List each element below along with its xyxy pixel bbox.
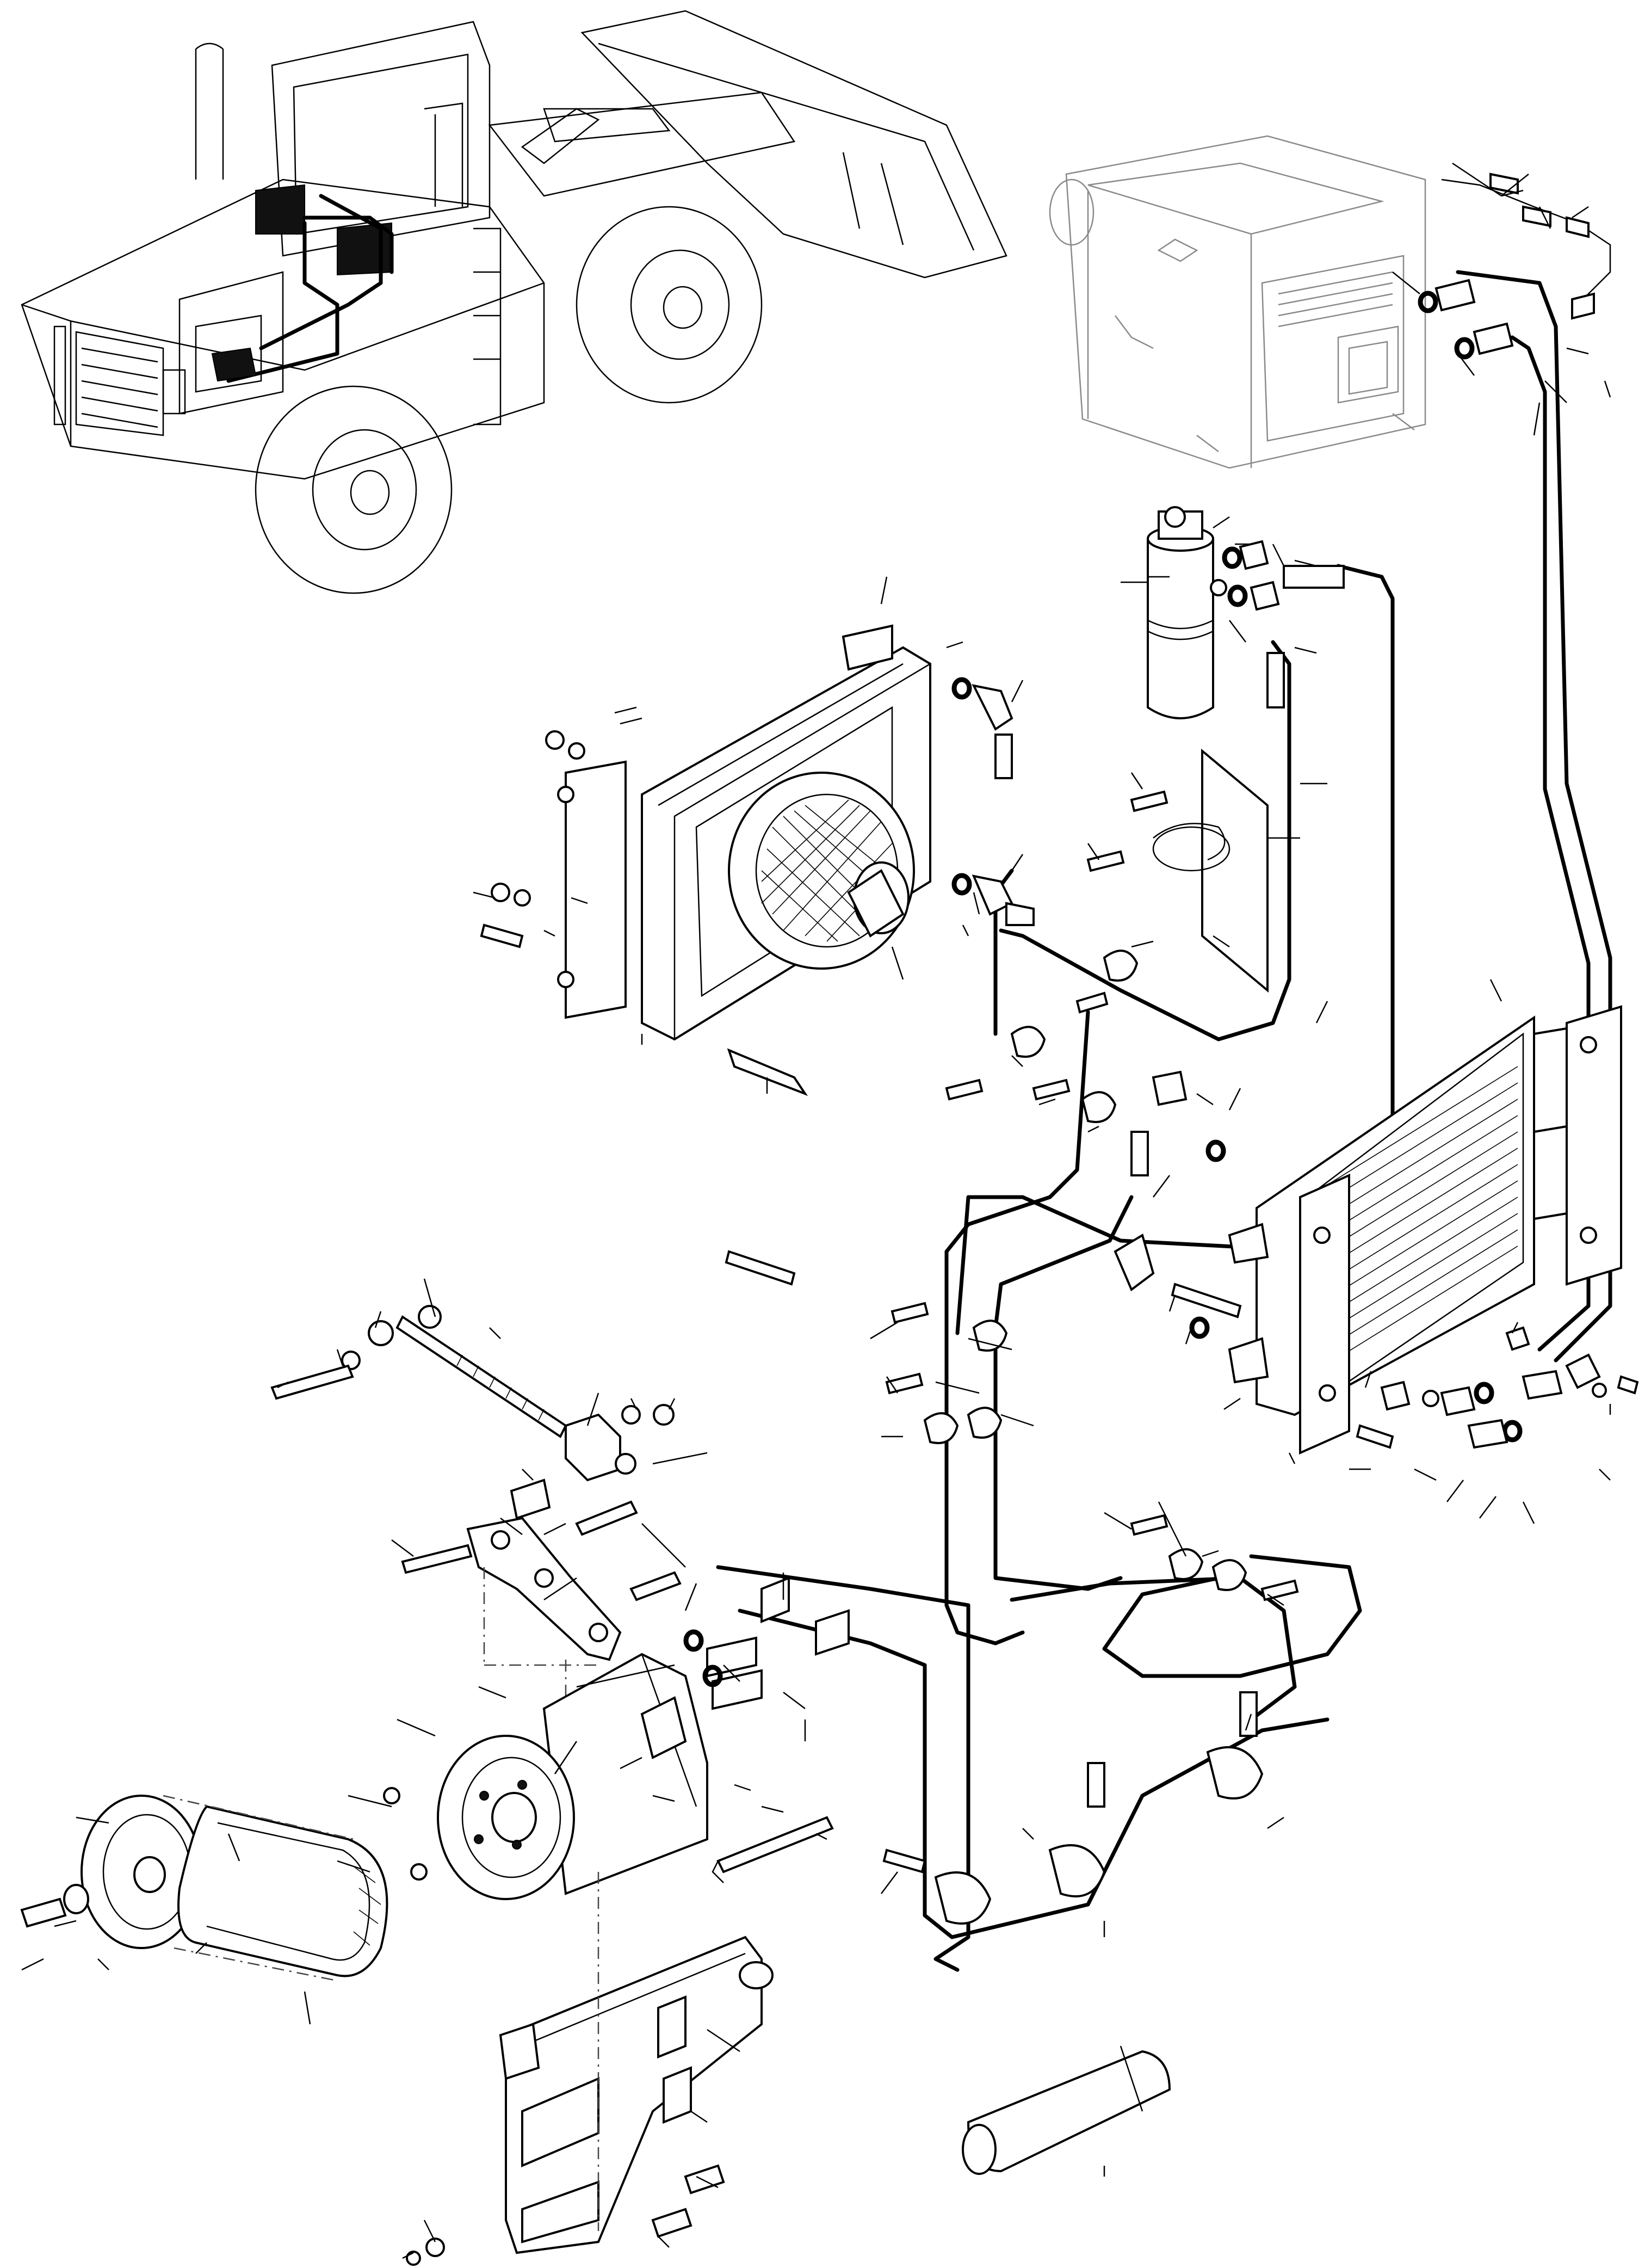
- callout-leaders: [21, 162, 1611, 2259]
- receiver-drier: [1147, 506, 1269, 993]
- hvac-unit: [1049, 135, 1426, 469]
- mounting-bracket: [406, 1872, 774, 2266]
- pulley-and-belt: [20, 1795, 388, 1982]
- connector-wire: [1441, 172, 1611, 320]
- fittings-and-orings: [683, 279, 1601, 1687]
- bolts-and-nuts: [383, 730, 1639, 1881]
- condenser-core: [1228, 1005, 1622, 1455]
- protective-sleeve: [962, 2045, 1171, 2175]
- hose-clamps: [923, 950, 1264, 1925]
- wheel-loader-illustration: [21, 10, 1007, 594]
- compressor: [437, 1636, 834, 1900]
- condenser-fan-assembly: [557, 624, 931, 1096]
- callout-ticks: [614, 189, 1611, 785]
- compressor-mount: [270, 1305, 682, 1709]
